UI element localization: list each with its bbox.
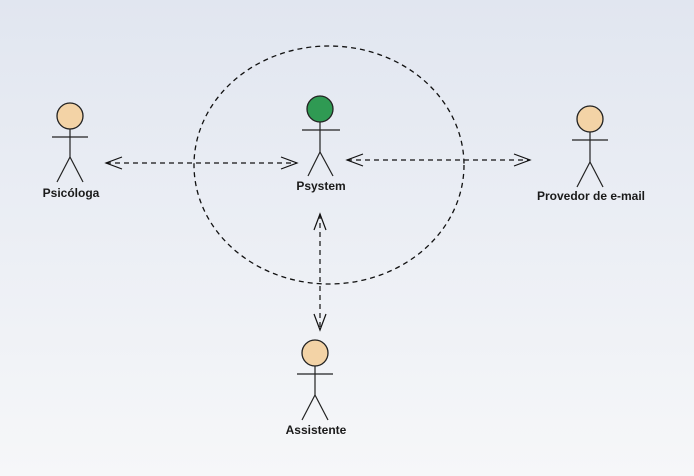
relation-psicologa-psystem — [104, 156, 299, 170]
actor-label-provedor: Provedor de e-mail — [537, 189, 645, 203]
relation-psystem-provedor — [345, 153, 532, 167]
arrowhead-down — [313, 313, 327, 332]
actor-label-psystem: Psystem — [296, 179, 345, 193]
arrowhead-right — [513, 153, 532, 167]
arrowhead-right — [280, 156, 299, 170]
actor-left-leg — [576, 161, 591, 188]
arrowhead-left — [345, 153, 364, 167]
actor-right-leg — [319, 151, 334, 177]
actor-right-leg — [589, 161, 604, 188]
actor-provedor[interactable]: Provedor de e-mail — [537, 105, 645, 203]
actor-head — [301, 339, 329, 367]
arrowhead-up — [313, 212, 327, 231]
relation-psystem-assistente — [313, 212, 327, 332]
actor-head — [576, 105, 604, 133]
actor-head — [306, 95, 334, 123]
actor-left-leg — [307, 151, 321, 177]
actor-head — [56, 102, 84, 130]
actor-left-leg — [56, 156, 71, 183]
actor-label-psicologa: Psicóloga — [43, 186, 100, 200]
arrowhead-left — [104, 156, 123, 170]
actor-psicologa[interactable]: Psicóloga — [43, 102, 100, 200]
actor-assistente[interactable]: Assistente — [286, 339, 347, 437]
actor-psystem[interactable]: Psystem — [296, 95, 346, 193]
actor-label-assistente: Assistente — [286, 423, 347, 437]
actor-right-leg — [69, 156, 84, 183]
actor-left-leg — [301, 394, 316, 421]
actor-right-leg — [314, 394, 329, 421]
system-boundary — [193, 45, 465, 285]
